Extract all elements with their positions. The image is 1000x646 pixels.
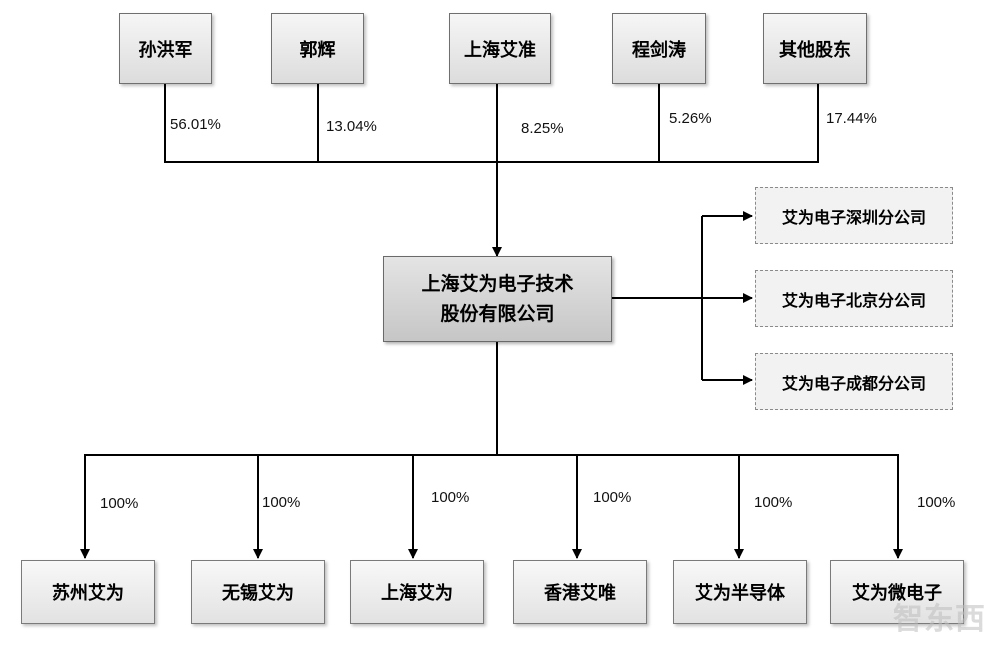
subsidiary-percent: 100% — [593, 489, 632, 506]
ownership-percent: 5.26% — [669, 110, 712, 127]
subsidiary-percent: 100% — [917, 494, 956, 511]
shareholder-box: 郭辉 — [271, 13, 364, 84]
ownership-percent: 8.25% — [521, 120, 564, 137]
subsidiary-percent: 100% — [754, 494, 793, 511]
subsidiary-box: 无锡艾为 — [191, 560, 325, 624]
parent-company-name-line2: 股份有限公司 — [440, 303, 555, 325]
branch-box: 艾为电子成都分公司 — [755, 353, 953, 410]
shareholder-box: 孙洪军 — [119, 13, 212, 84]
subsidiary-percent: 100% — [262, 494, 301, 511]
subsidiary-box: 上海艾为 — [350, 560, 484, 624]
subsidiary-box: 苏州艾为 — [21, 560, 155, 624]
subsidiary-percent: 100% — [100, 495, 139, 512]
subsidiary-box: 艾为微电子 — [830, 560, 964, 624]
ownership-percent: 13.04% — [326, 118, 377, 135]
subsidiary-box: 香港艾唯 — [513, 560, 647, 624]
shareholder-box: 其他股东 — [763, 13, 867, 84]
subsidiary-percent: 100% — [431, 489, 470, 506]
parent-company-name-line1: 上海艾为电子技术 — [421, 273, 574, 295]
watermark-logo: 智东西 — [893, 602, 986, 637]
ownership-percent: 17.44% — [826, 110, 877, 127]
shareholder-box: 程剑涛 — [612, 13, 706, 84]
branch-box: 艾为电子北京分公司 — [755, 270, 953, 327]
branch-box: 艾为电子深圳分公司 — [755, 187, 953, 244]
shareholder-box: 上海艾准 — [449, 13, 551, 84]
subsidiary-box: 艾为半导体 — [673, 560, 807, 624]
ownership-percent: 56.01% — [170, 116, 221, 133]
parent-company-box: 上海艾为电子技术 股份有限公司 — [383, 256, 612, 342]
